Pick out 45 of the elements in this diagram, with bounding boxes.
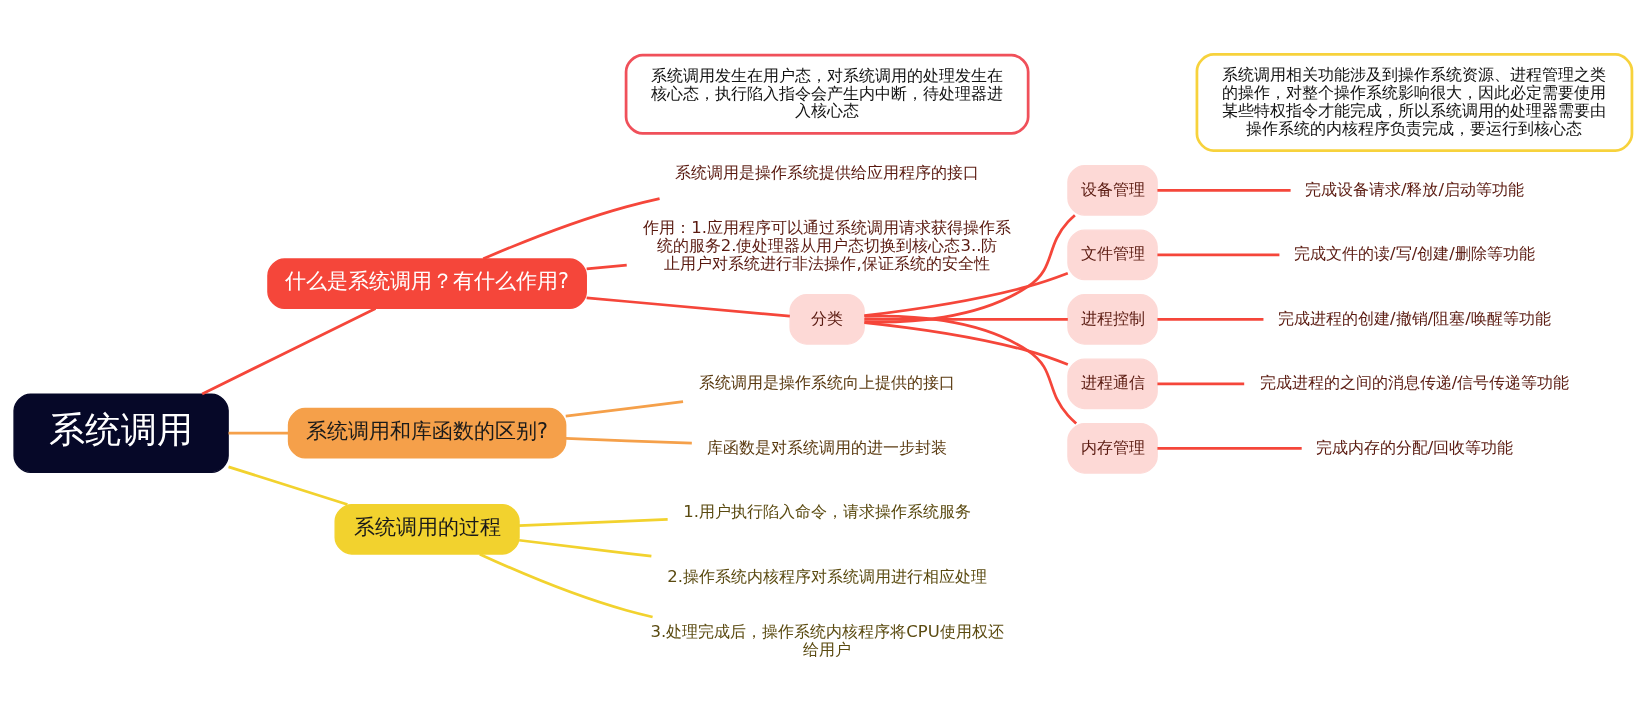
connector [1157,446,1302,450]
connector [864,271,1069,317]
connector [864,314,1078,425]
node-text: 作用：1.应用程序可以通过系统调用请求获得操作系统的服务2.使处理器从用户态切换到核心态3..防止用户对系统进行非法操作,保证系统的安全性 [643,217,1011,273]
node-text: 完成内存的分配/回收等功能 [1315,437,1514,457]
node-text: 2.操作系统内核程序对系统调用进行相应处理 [667,566,987,586]
node-box: 系统调用相关功能涉及到操作系统资源、进程管理之类的操作，对整个操作系统影响很大，因此必定需要使用某些特权指令才能完成，所以系统调用的处理器需要由操作系统的内核程序负责完成，要运行到核心态 [1195,52,1634,152]
connector [201,306,377,395]
connector [519,517,668,527]
connector [1157,317,1264,321]
node-text: 完成文件的读/写/创建/删除等功能 [1294,243,1535,263]
connector [1157,188,1291,192]
connector [1157,381,1245,385]
node-text: 完成设备请求/释放/启动等功能 [1304,179,1524,199]
connector [586,263,627,270]
node-text: 系统调用是操作系统提供给应用程序的接口 [675,162,980,182]
connector [482,196,660,260]
connector [479,552,653,618]
connector [864,213,1076,323]
connector [518,538,652,558]
node-text: 完成进程的创建/撤销/阻塞/唤醒等功能 [1278,308,1551,328]
connector [1157,252,1280,256]
connector [565,399,684,417]
node-box: 分类 [789,293,865,345]
node-box: 系统调用 [13,392,229,473]
node-box: 进程通信 [1067,357,1158,409]
node-box: 文件管理 [1067,228,1158,280]
connector [228,431,289,435]
connector [228,465,348,506]
node-text: 库函数是对系统调用的进一步封装 [707,437,948,457]
node-text: 系统调用是操作系统向上提供的接口 [699,372,956,392]
connector [864,317,1068,321]
connector [565,436,692,445]
node-box: 什么是系统调用？有什么作用? [267,257,587,309]
node-box: 设备管理 [1067,164,1158,216]
connector [586,296,790,317]
node-text: 3.处理完成后，操作系统内核程序将CPU使用权还给用户 [650,621,1004,659]
node-text: 1.用户执行陷入命令，请求操作系统服务 [683,501,971,521]
node-box: 系统调用发生在用户态，对系统调用的处理发生在核心态，执行陷入指令会产生内中断，待处理器进入核心态 [624,53,1030,135]
node-box: 进程控制 [1067,293,1158,345]
node-box: 内存管理 [1067,422,1158,474]
node-box: 系统调用和库函数的区别? [287,407,567,459]
node-box: 系统调用的过程 [334,503,520,555]
node-text: 完成进程的之间的消息传递/信号传递等功能 [1259,372,1570,392]
connector [864,320,1069,366]
